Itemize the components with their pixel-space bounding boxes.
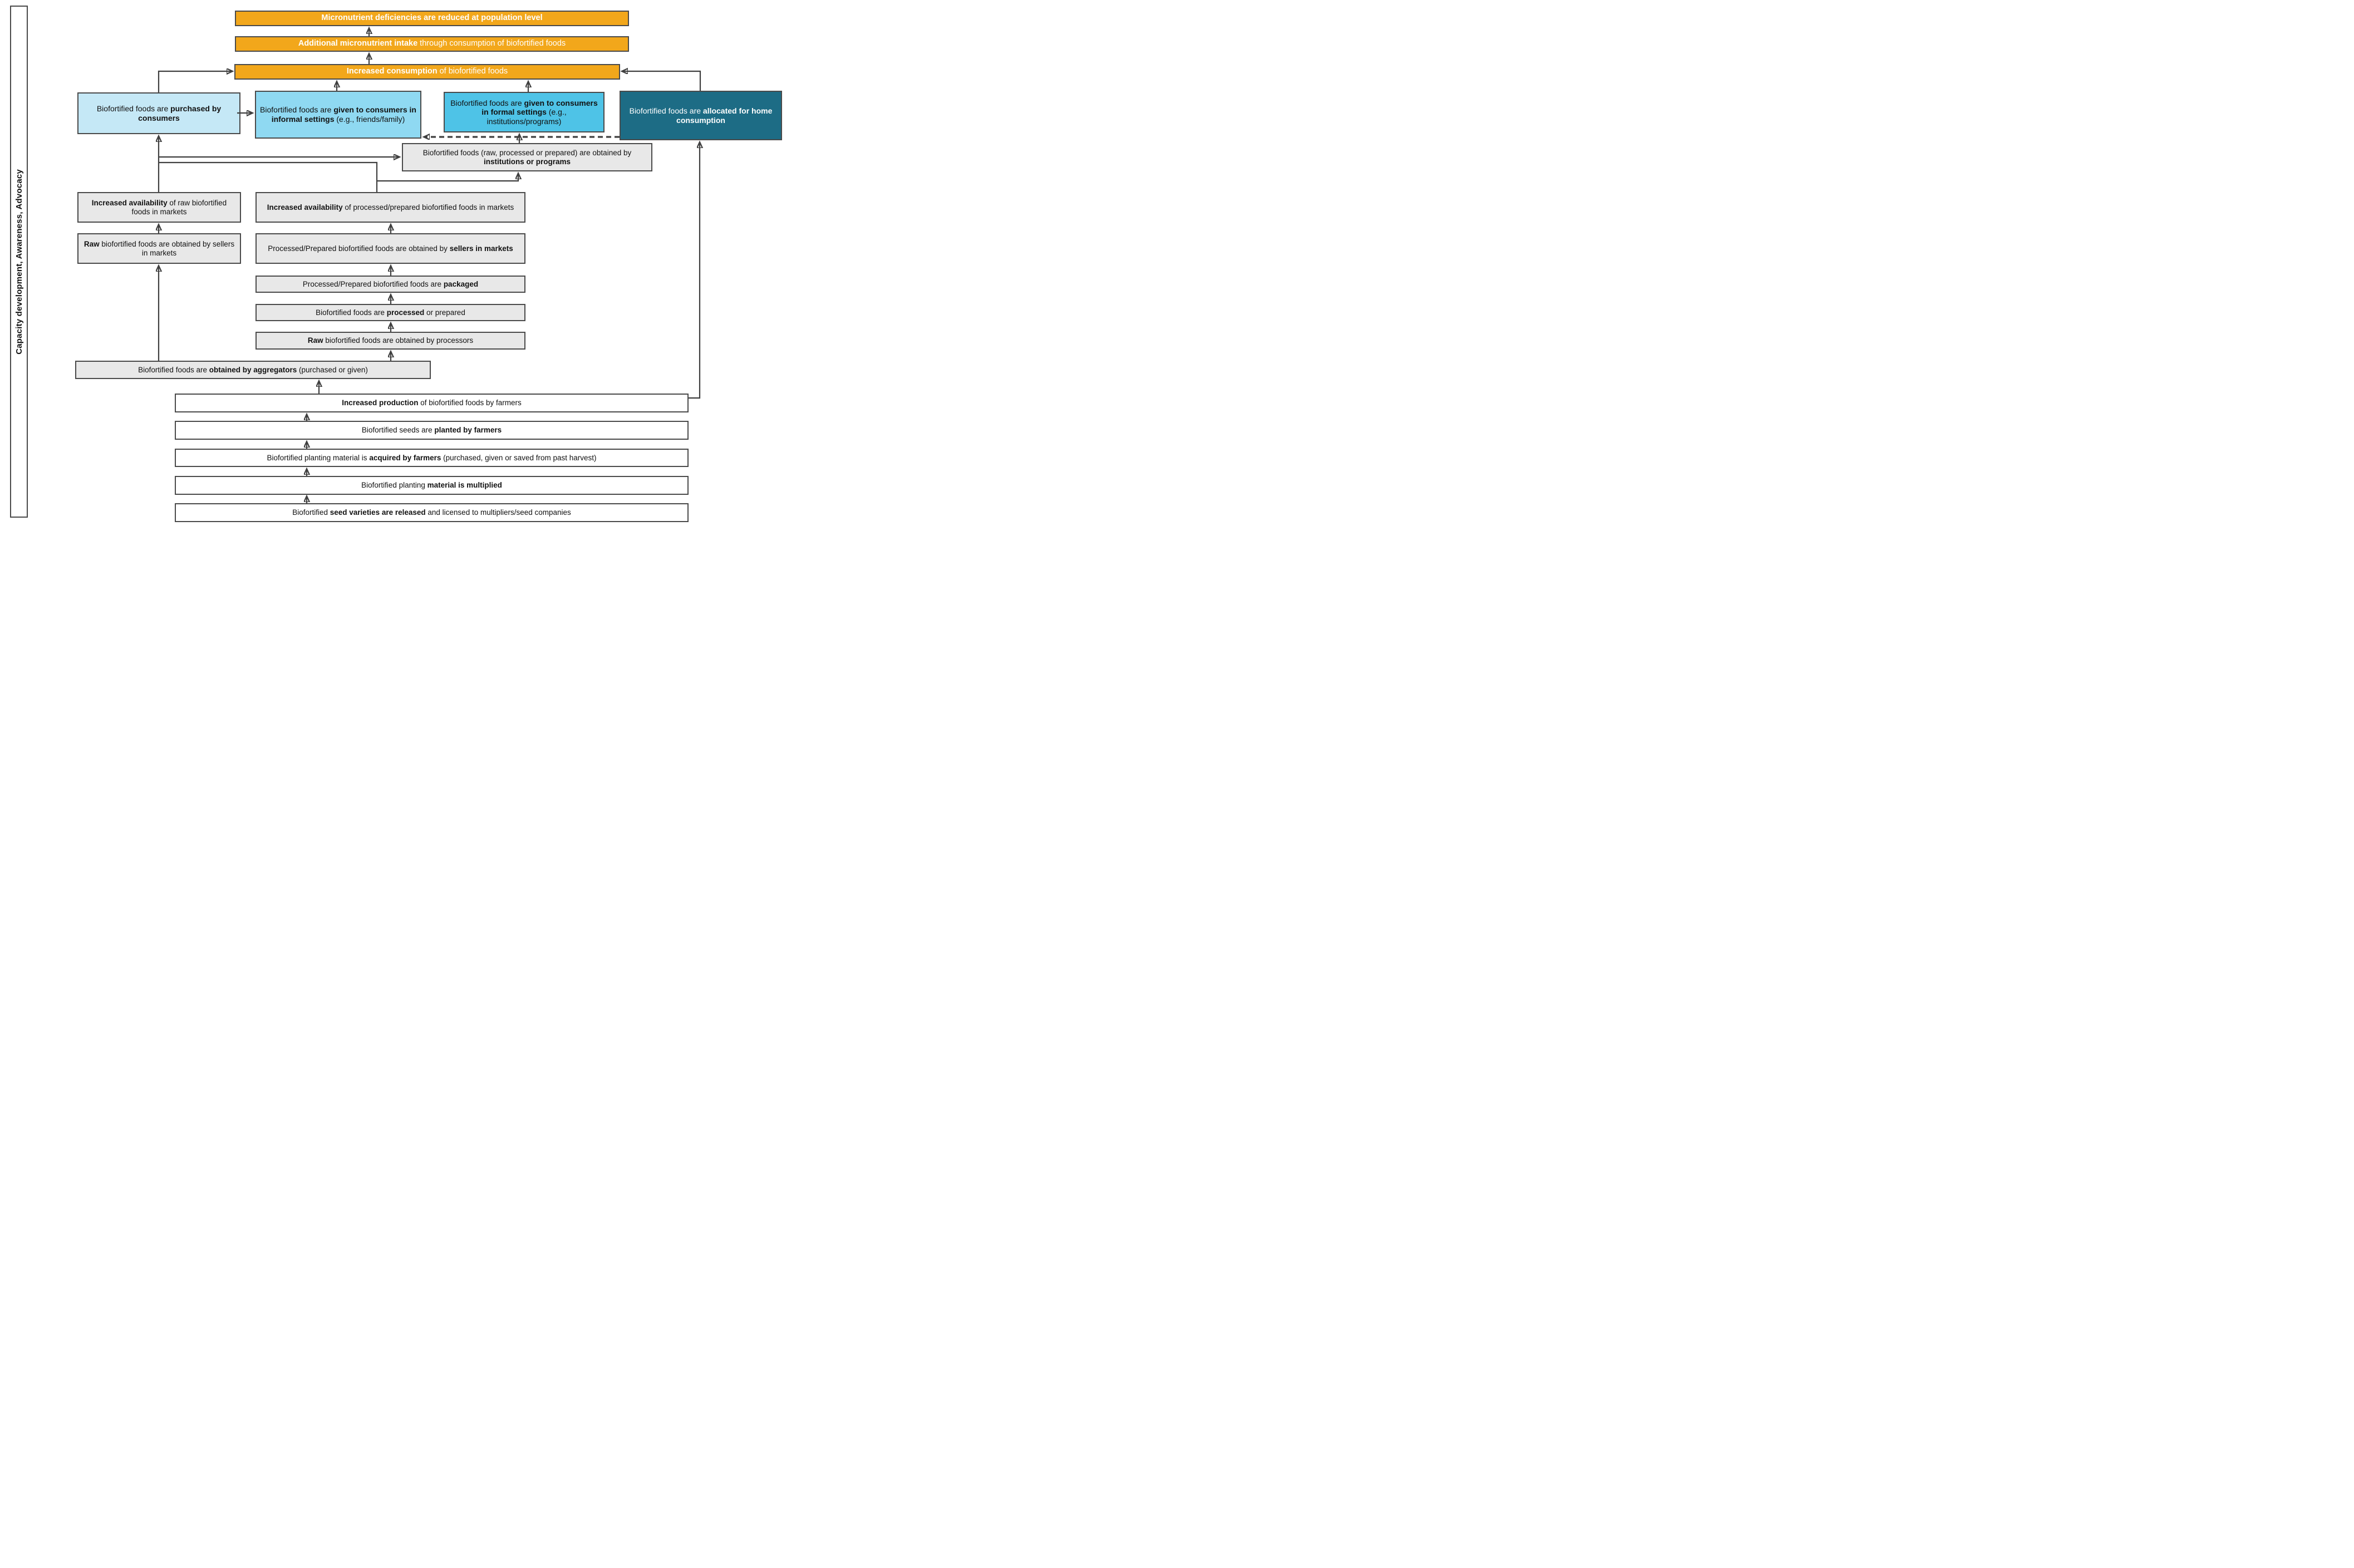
box-material-multiplied: Biofortified planting material is multip… [175, 476, 689, 495]
capacity-development-sidebar: Capacity development, Awareness, Advocac… [10, 6, 28, 518]
box-given-formal-settings: Biofortified foods are given to consumer… [444, 92, 605, 132]
text-run: planted by farmers [434, 426, 502, 435]
text-run: packaged [443, 279, 479, 288]
text-run: Increased consumption [346, 67, 438, 76]
text-run: allocated for home consumption [676, 106, 773, 125]
text-run: Additional micronutrient intake [298, 39, 418, 48]
box-additional-intake: Additional micronutrient intake through … [235, 36, 629, 52]
text-run: (purchased, given or saved from past har… [441, 453, 597, 462]
box-label: Processed/Prepared biofortified foods ar… [268, 244, 513, 253]
text-run: Increased availability [267, 203, 343, 212]
text-run: (purchased or given) [297, 365, 368, 374]
box-label: Biofortified seeds are planted by farmer… [362, 426, 502, 435]
text-run: Biofortified [292, 508, 330, 517]
text-run: Increased availability [91, 198, 168, 207]
box-label: Increased production of biofortified foo… [342, 399, 522, 407]
box-label: Biofortified foods are given to consumer… [259, 105, 417, 124]
box-label: Biofortified foods are allocated for hom… [624, 106, 778, 125]
box-label: Increased availability of processed/prep… [267, 203, 514, 212]
text-run: sellers in markets [449, 244, 513, 253]
box-obtained-by-institutions: Biofortified foods (raw, processed or pr… [402, 143, 652, 171]
text-run: Biofortified planting material is [267, 453, 370, 462]
box-label: Processed/Prepared biofortified foods ar… [303, 280, 478, 289]
text-run: of biofortified foods [437, 67, 508, 76]
text-run: or prepared [424, 308, 465, 317]
text-run: biofortified foods are obtained by proce… [323, 336, 474, 345]
box-raw-obtained-processors: Raw biofortified foods are obtained by p… [255, 332, 525, 350]
text-run: Biofortified foods are [260, 105, 334, 115]
text-run: Processed/Prepared biofortified foods ar… [268, 244, 450, 253]
box-availability-raw: Increased availability of raw biofortifi… [77, 192, 241, 223]
text-run: Biofortified foods are [450, 98, 524, 107]
text-run: obtained by aggregators [209, 365, 297, 374]
box-label: Raw biofortified foods are obtained by s… [82, 240, 237, 258]
box-foods-processed: Biofortified foods are processed or prep… [255, 304, 525, 321]
box-processed-packaged: Processed/Prepared biofortified foods ar… [255, 276, 525, 293]
text-run: Biofortified foods are [96, 104, 171, 113]
box-availability-processed: Increased availability of processed/prep… [255, 192, 525, 223]
text-run: Raw [83, 239, 100, 248]
text-run: seed varieties are released [330, 508, 426, 517]
text-run: institutions or programs [483, 157, 571, 166]
box-purchased-by-consumers: Biofortified foods are purchased by cons… [77, 92, 240, 134]
text-run: purchased by consumers [138, 104, 222, 122]
text-run: Micronutrient deficiencies are reduced a… [321, 13, 543, 23]
text-run: Biofortified seeds are [361, 426, 435, 435]
text-run: (e.g., friends/family) [334, 115, 405, 124]
box-label: Micronutrient deficiencies are reduced a… [321, 13, 542, 23]
text-run: given to consumers in informal settings [271, 105, 416, 124]
box-label: Increased availability of raw biofortifi… [82, 199, 237, 217]
text-run: Biofortified foods are [138, 365, 209, 374]
box-given-informal-settings: Biofortified foods are given to consumer… [255, 91, 421, 139]
box-label: Raw biofortified foods are obtained by p… [308, 336, 473, 345]
box-label: Biofortified foods (raw, processed or pr… [406, 149, 648, 166]
text-run: Biofortified planting [361, 481, 427, 490]
box-increased-production: Increased production of biofortified foo… [175, 394, 689, 412]
box-label: Biofortified planting material is multip… [361, 481, 502, 490]
text-run: of raw biofortified foods in markets [131, 198, 227, 216]
text-run: Biofortified foods are [629, 106, 703, 115]
text-run: Biofortified foods are [316, 308, 387, 317]
box-obtained-by-aggregators: Biofortified foods are obtained by aggre… [75, 361, 431, 379]
arrow-branch-to-institutions-bottom [377, 174, 518, 182]
arrow-purchased-to-consumption [158, 71, 232, 92]
box-label: Biofortified seed varieties are released… [292, 508, 571, 517]
sidebar-label: Capacity development, Awareness, Advocac… [14, 169, 24, 355]
text-run: Increased production [342, 399, 419, 407]
arrow-production-to-home-consumption [689, 142, 700, 399]
text-run: Processed/Prepared biofortified foods ar… [302, 279, 444, 288]
box-label: Biofortified foods are processed or prep… [316, 308, 465, 317]
box-varieties-released: Biofortified seed varieties are released… [175, 503, 689, 522]
box-seeds-planted: Biofortified seeds are planted by farmer… [175, 421, 689, 440]
text-run: of biofortified foods by farmers [418, 399, 522, 407]
line-availability-processed-to-junction [159, 161, 378, 192]
text-run: acquired by farmers [369, 453, 441, 462]
box-label: Biofortified foods are obtained by aggre… [138, 366, 368, 375]
box-material-acquired: Biofortified planting material is acquir… [175, 449, 689, 467]
text-run: Raw [307, 336, 323, 345]
box-label: Increased consumption of biofortified fo… [347, 67, 508, 76]
text-run: and licensed to multipliers/seed compani… [425, 508, 571, 517]
text-run: Biofortified foods (raw, processed or pr… [422, 148, 632, 157]
box-deficiencies-reduced: Micronutrient deficiencies are reduced a… [235, 11, 629, 26]
box-label: Biofortified foods are given to consumer… [448, 99, 600, 126]
text-run: (e.g., institutions/programs) [486, 107, 567, 126]
text-run: material is multiplied [427, 481, 502, 490]
text-run: biofortified foods are obtained by selle… [99, 239, 235, 257]
text-run: given to consumers in formal settings [481, 98, 598, 117]
box-increased-consumption: Increased consumption of biofortified fo… [234, 64, 620, 80]
box-label: Biofortified foods are purchased by cons… [82, 104, 236, 122]
impact-pathway-diagram: Capacity development, Awareness, Advocac… [0, 0, 785, 523]
text-run: processed [386, 308, 425, 317]
text-run: of processed/prepared biofortified foods… [342, 203, 514, 212]
text-run: through consumption of biofortified food… [417, 39, 566, 48]
box-label: Additional micronutrient intake through … [298, 39, 566, 48]
arrow-home-to-consumption [622, 71, 701, 91]
box-raw-obtained-sellers: Raw biofortified foods are obtained by s… [77, 233, 241, 264]
box-allocated-home-consumption: Biofortified foods are allocated for hom… [620, 91, 782, 140]
box-processed-obtained-sellers: Processed/Prepared biofortified foods ar… [255, 233, 525, 264]
box-label: Biofortified planting material is acquir… [267, 454, 596, 463]
